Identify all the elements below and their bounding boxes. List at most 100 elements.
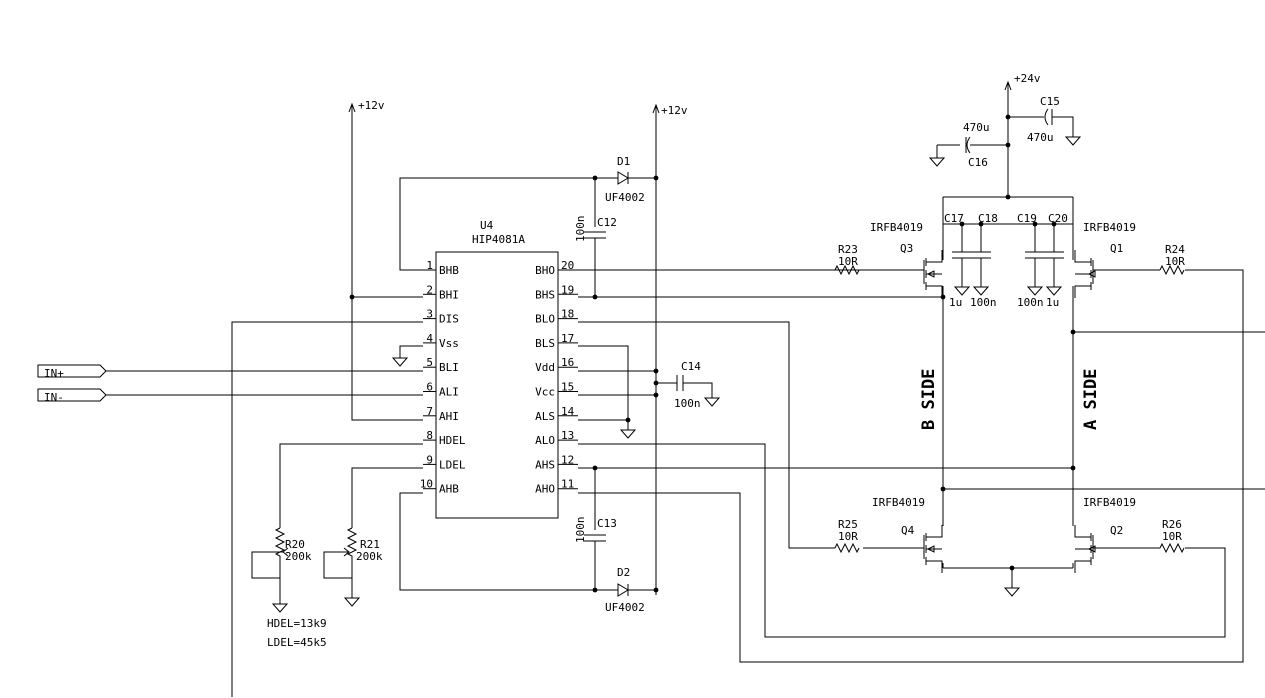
junction-dot <box>653 587 659 593</box>
q2-part: IRFB4019 <box>1083 496 1136 509</box>
ic-pin-name: BHO <box>535 264 555 277</box>
capacitor-c14 <box>656 375 713 398</box>
ic-pin-number: 6 <box>426 381 433 394</box>
mosfet-arrow <box>926 545 935 553</box>
ground-symbol <box>953 286 971 296</box>
wire-ldel <box>351 467 423 528</box>
junction-dot <box>1005 142 1011 148</box>
junction-dot <box>940 486 946 492</box>
ground-symbol <box>271 596 289 613</box>
junction-dot <box>592 465 598 471</box>
junction-dot <box>592 294 598 300</box>
ground-symbol <box>343 590 361 607</box>
wire <box>966 136 971 154</box>
ic-pin-name: AHS <box>535 458 555 471</box>
c20-value: 1u <box>1046 296 1059 309</box>
ic-pin-name: LDEL <box>439 458 466 471</box>
wire-aho <box>578 269 1244 663</box>
junction-dot <box>653 392 659 398</box>
ic-pin-number: 19 <box>561 283 574 296</box>
d1-value: UF4002 <box>605 191 645 204</box>
ground-symbol <box>619 429 637 439</box>
rail-12v-left <box>351 134 423 421</box>
ic-pin-name: BLS <box>535 337 555 350</box>
r26-ref: R26 <box>1162 518 1182 531</box>
ground-symbol <box>1003 587 1021 597</box>
junction-dot <box>349 294 355 300</box>
ic-pin-number: 16 <box>561 356 574 369</box>
junction-dot <box>1070 329 1076 335</box>
wire-blo <box>578 321 830 549</box>
ic-pin-number: 9 <box>426 453 433 466</box>
resistor-symbol <box>834 542 860 554</box>
q3-part: IRFB4019 <box>870 221 923 234</box>
ground-symbol <box>1064 136 1082 146</box>
ic-pin-number: 15 <box>561 381 574 394</box>
r21-value: 200k <box>356 550 383 563</box>
ground-symbol <box>703 397 721 407</box>
resistor-symbol <box>834 264 860 276</box>
ic-pin-number: 18 <box>561 308 574 321</box>
ic-pin-name: AHO <box>535 483 555 496</box>
c18-ref: C18 <box>978 212 998 225</box>
wire-alo <box>578 443 1226 638</box>
ic-pin-name: BHS <box>535 288 555 301</box>
port-in-minus-label: IN- <box>44 391 64 404</box>
mosfet-gate <box>912 260 925 284</box>
wire-vss <box>399 345 423 358</box>
q3-ref: Q3 <box>900 242 913 255</box>
ldel-note: LDEL=45k5 <box>267 636 327 649</box>
ic-pin-name: DIS <box>439 313 459 326</box>
ic-part: HIP4081A <box>472 233 525 246</box>
d2-ref: D2 <box>617 566 630 579</box>
d2-value: UF4002 <box>605 601 645 614</box>
q2-ref: Q2 <box>1110 524 1123 537</box>
mosfet-arrow <box>1087 545 1096 553</box>
c14-value: 100n <box>674 397 701 410</box>
wire <box>323 547 352 579</box>
d1-ref: D1 <box>617 155 630 168</box>
ic-pin-name: ALI <box>439 386 459 399</box>
hdel-note: HDEL=13k9 <box>267 617 327 630</box>
wire <box>578 345 629 421</box>
ic-ref: U4 <box>480 219 494 232</box>
resistor-symbol <box>1159 542 1185 554</box>
q4-ref: Q4 <box>901 524 915 537</box>
a-side-label: A SIDE <box>1081 369 1101 430</box>
port-in-plus-label: IN+ <box>44 367 64 380</box>
ic-pin-number: 2 <box>426 283 433 296</box>
ic-pin-name: ALS <box>535 410 555 423</box>
pot-r20 <box>274 527 286 596</box>
capacitor-decoupling <box>952 224 972 287</box>
supply-12v-left: +12v <box>358 99 385 112</box>
ground-symbol <box>391 357 409 367</box>
ic-pin-name: HDEL <box>439 434 466 447</box>
capacitor-c16 <box>937 137 1008 153</box>
c15-ref: C15 <box>1040 95 1060 108</box>
q4-part: IRFB4019 <box>872 496 925 509</box>
diode-d2 <box>617 583 629 597</box>
c12-value: 100n <box>574 216 587 243</box>
diode-d1 <box>617 171 629 185</box>
ic-pin-number: 1 <box>426 259 433 272</box>
c16-ref: C16 <box>968 156 988 169</box>
c19-value: 100n <box>1017 296 1044 309</box>
c18-value: 100n <box>970 296 997 309</box>
capacitor-c12 <box>584 178 606 297</box>
wire <box>399 177 595 271</box>
r23-ref: R23 <box>838 243 858 256</box>
capacitor-decoupling <box>971 224 991 287</box>
ic-pin-name: AHB <box>439 483 459 496</box>
ic-pin-number: 10 <box>420 478 433 491</box>
ic-pin-number: 14 <box>561 405 575 418</box>
r25-value: 10R <box>838 530 858 543</box>
port-in-plus <box>37 364 107 378</box>
c13-value: 100n <box>574 517 587 544</box>
c17-value: 1u <box>949 296 962 309</box>
ic-pin-name: BLO <box>535 313 555 326</box>
c20-ref: C20 <box>1048 212 1068 225</box>
c17-ref: C17 <box>944 212 964 225</box>
capacitor-c13 <box>584 468 606 590</box>
r25-ref: R25 <box>838 518 858 531</box>
